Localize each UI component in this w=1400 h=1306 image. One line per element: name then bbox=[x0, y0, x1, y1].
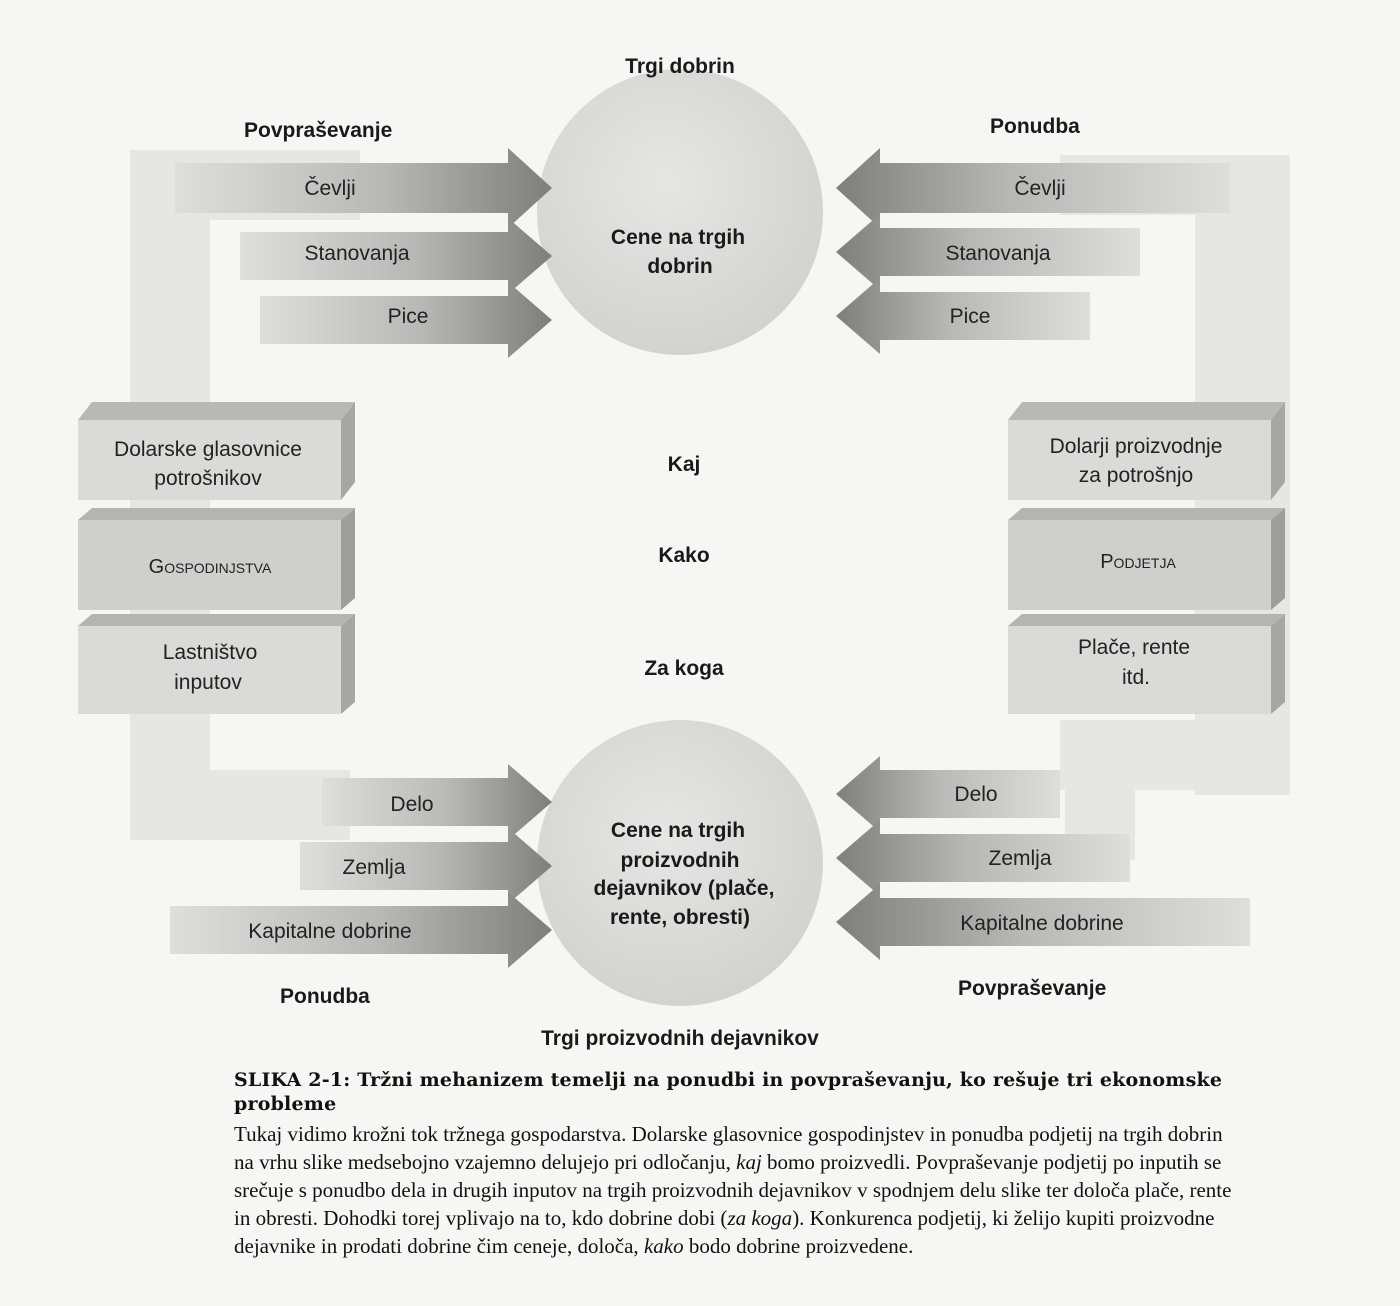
factor-market-circle bbox=[537, 720, 823, 1006]
caption-text-run: ). Konkurenca podjetij, ki želijo kupiti… bbox=[234, 1206, 1215, 1258]
capital-demand-label: Kapitalne dobrine bbox=[960, 912, 1124, 935]
pizza-demand-label: Pice bbox=[387, 305, 429, 328]
arrow-shoes-supply bbox=[836, 148, 1230, 228]
labor-demand-label: Delo bbox=[954, 783, 998, 806]
goods-supply-heading: Ponudba bbox=[990, 115, 1080, 138]
caption-italic-term: kaj bbox=[736, 1150, 762, 1174]
arrow-labor-supply bbox=[322, 764, 552, 840]
arrow-land-demand bbox=[836, 820, 1130, 896]
question-what: Kaj bbox=[667, 453, 701, 476]
factor-price-label-line4: rente, obresti) bbox=[609, 906, 751, 929]
firms-label: Podjetja bbox=[1100, 551, 1176, 573]
factor-demand-heading: Povpraševanje bbox=[958, 977, 1107, 1000]
shoes-supply-label: Čevlji bbox=[1014, 177, 1066, 200]
goods-demand-arrows bbox=[175, 148, 552, 358]
labor-supply-label: Delo bbox=[390, 793, 434, 816]
factor-price-label-line3: dejavnikov (plače, bbox=[593, 877, 775, 900]
goods-market-title: Trgi dobrin bbox=[625, 55, 735, 78]
arrow-pizza-demand bbox=[260, 282, 552, 358]
households-dollar-votes-line1: Dolarske glasovnice bbox=[114, 438, 302, 461]
households-dollar-votes-line2: potrošnikov bbox=[154, 467, 262, 490]
caption-text-run: bodo dobrine proizvedene. bbox=[683, 1234, 914, 1258]
arrow-capital-supply bbox=[170, 892, 552, 968]
arrow-capital-demand bbox=[836, 884, 1250, 960]
factor-price-label-line1: Cene na trgih bbox=[610, 819, 746, 842]
households-inputs-line2: inputov bbox=[174, 671, 242, 694]
question-for-whom: Za koga bbox=[644, 657, 724, 680]
firms-wages-line1: Plače, rente bbox=[1077, 636, 1191, 659]
capital-supply-label: Kapitalne dobrine bbox=[248, 920, 412, 943]
pizza-supply-label: Pice bbox=[949, 305, 991, 328]
caption-italic-term: za koga bbox=[727, 1206, 793, 1230]
goods-price-label-line1: Cene na trgih bbox=[610, 226, 746, 249]
factor-supply-arrows bbox=[170, 764, 552, 968]
land-supply-label: Zemlja bbox=[342, 856, 406, 879]
firms-box bbox=[1008, 402, 1285, 714]
households-inputs-line1: Lastništvo bbox=[162, 641, 258, 664]
goods-market-circle bbox=[537, 69, 823, 355]
land-demand-label: Zemlja bbox=[988, 847, 1052, 870]
goods-price-label-line2: dobrin bbox=[647, 255, 713, 278]
question-how: Kako bbox=[658, 544, 710, 567]
factor-demand-arrows bbox=[836, 756, 1250, 960]
firms-dollars-line2: za potrošnjo bbox=[1078, 464, 1194, 487]
households-label: Gospodinjstva bbox=[148, 556, 272, 578]
goods-supply-arrows bbox=[836, 148, 1230, 354]
factor-market-title: Trgi proizvodnih dejavnikov bbox=[541, 1027, 819, 1050]
firms-dollars-line1: Dolarji proizvodnje bbox=[1049, 435, 1223, 458]
goods-demand-heading: Povpraševanje bbox=[244, 119, 393, 142]
caption-italic-term: kako bbox=[643, 1234, 684, 1258]
caption-text-run: bomo proizvedli. Povpraševanje podjetij … bbox=[234, 1150, 1232, 1230]
shoes-demand-label: Čevlji bbox=[304, 177, 356, 200]
households-box bbox=[78, 402, 355, 714]
figure-caption-body: Tukaj vidimo krožni tok tržnega gospodar… bbox=[234, 1120, 1234, 1260]
arrow-housing-supply bbox=[836, 214, 1140, 290]
arrow-housing-demand bbox=[240, 218, 552, 294]
figure-caption: SLIKA 2-1: Tržni mehanizem temelji na po… bbox=[234, 1068, 1234, 1260]
arrow-pizza-supply bbox=[836, 278, 1090, 354]
housing-demand-label: Stanovanja bbox=[304, 242, 410, 265]
factor-price-label-line2: proizvodnih bbox=[620, 849, 740, 872]
arrow-shoes-demand bbox=[175, 148, 552, 228]
caption-text-run: Tukaj vidimo krožni tok tržnega gospodar… bbox=[234, 1122, 1223, 1174]
arrow-labor-demand bbox=[836, 756, 1060, 832]
figure-caption-title: SLIKA 2-1: Tržni mehanizem temelji na po… bbox=[234, 1069, 1223, 1115]
factor-supply-heading: Ponudba bbox=[280, 985, 370, 1008]
firms-wages-line2: itd. bbox=[1121, 666, 1151, 689]
housing-supply-label: Stanovanja bbox=[945, 242, 1051, 265]
arrow-land-supply bbox=[300, 828, 552, 904]
